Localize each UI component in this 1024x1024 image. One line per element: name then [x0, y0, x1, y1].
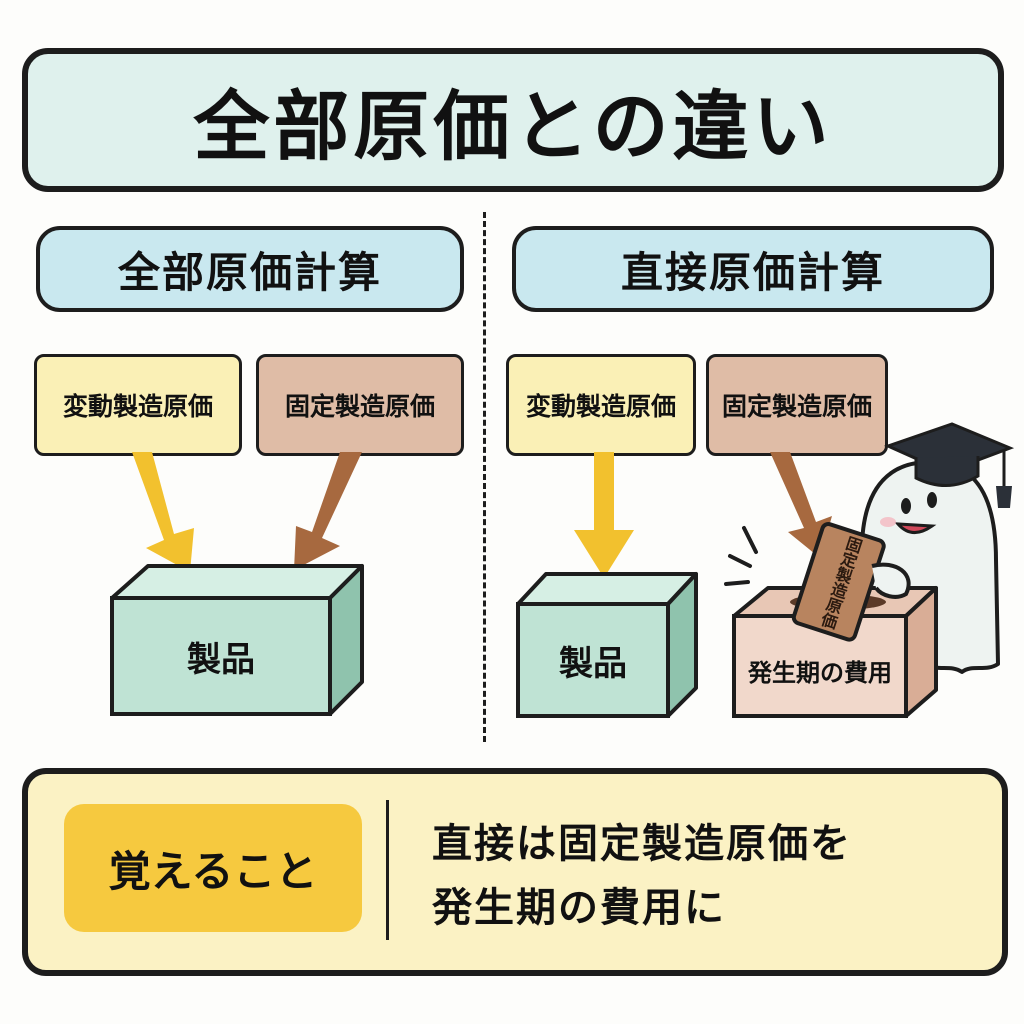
panel-divider — [483, 212, 486, 742]
right-heading: 直接原価計算 — [512, 226, 994, 312]
graduation-cap-icon — [883, 422, 1015, 508]
left-variable-arrow — [132, 452, 194, 572]
memo-panel: 覚えること 直接は固定製造原価を 発生期の費用に — [22, 768, 1008, 976]
fixed-cost-card — [791, 522, 886, 642]
right-product-label: 製品 — [559, 643, 627, 684]
memo-line-2: 発生期の費用に — [432, 885, 726, 931]
right-fixed-arrow — [770, 452, 832, 558]
left-product-box — [110, 564, 364, 716]
page-title: 全部原価との違い — [193, 82, 833, 171]
left-fixed-arrow — [294, 452, 362, 570]
left-product-label: 製品 — [187, 639, 255, 680]
left-heading: 全部原価計算 — [36, 226, 464, 312]
memo-tag: 覚えること — [64, 804, 362, 932]
right-product-box — [516, 572, 698, 718]
memo-separator — [386, 800, 389, 940]
memo-line-1: 直接は固定製造原価を — [432, 821, 852, 867]
motion-lines — [724, 526, 758, 586]
right-fixed-cost: 固定製造原価 — [706, 354, 888, 456]
mascot-arm — [871, 562, 911, 599]
memo-text: 直接は固定製造原価を 発生期の費用に — [432, 812, 992, 940]
right-variable-arrow — [574, 452, 634, 578]
period-expense-label: 発生期の費用 — [748, 658, 892, 687]
title-banner: 全部原価との違い — [22, 48, 1004, 192]
